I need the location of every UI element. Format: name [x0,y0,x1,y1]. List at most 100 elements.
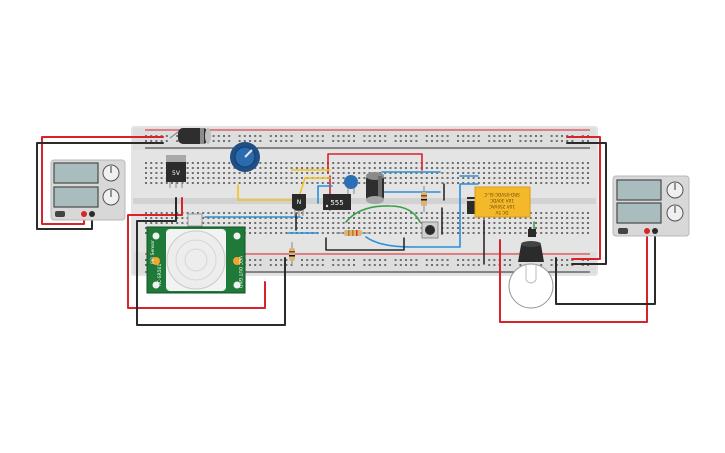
breadboard-hole[interactable] [145,177,147,179]
breadboard-hole[interactable] [145,212,147,214]
breadboard-hole[interactable] [540,264,543,266]
breadboard-hole[interactable] [347,222,350,224]
breadboard-hole[interactable] [301,172,303,174]
breadboard-hole[interactable] [155,222,158,224]
breadboard-hole[interactable] [327,182,329,184]
breadboard-hole[interactable] [384,162,387,164]
breadboard-hole[interactable] [488,140,491,142]
breadboard-hole[interactable] [373,227,376,229]
breadboard-hole[interactable] [311,167,314,169]
breadboard-hole[interactable] [399,227,402,229]
breadboard-hole[interactable] [358,222,361,224]
breadboard-hole[interactable] [363,259,366,261]
breadboard-hole[interactable] [529,217,532,219]
breadboard-hole[interactable] [576,232,579,234]
breadboard-hole[interactable] [477,264,480,266]
breadboard-hole[interactable] [160,162,163,164]
breadboard-hole[interactable] [353,222,355,224]
breadboard-hole[interactable] [202,217,205,219]
breadboard-hole[interactable] [353,217,355,219]
breadboard-hole[interactable] [524,162,527,164]
breadboard-hole[interactable] [373,232,376,234]
breadboard-hole[interactable] [295,172,298,174]
breadboard-hole[interactable] [285,167,288,169]
breadboard-hole[interactable] [275,227,277,229]
breadboard-hole[interactable] [410,162,413,164]
resistor-3[interactable] [289,242,295,266]
breadboard-hole[interactable] [306,227,309,229]
breadboard-hole[interactable] [259,259,262,261]
breadboard-hole[interactable] [358,182,361,184]
breadboard-hole[interactable] [290,227,293,229]
breadboard-hole[interactable] [581,140,584,142]
breadboard-hole[interactable] [145,222,147,224]
breadboard-hole[interactable] [280,135,283,137]
breadboard-hole[interactable] [410,212,413,214]
breadboard-hole[interactable] [555,212,558,214]
breadboard-hole[interactable] [477,172,480,174]
breadboard-hole[interactable] [524,135,527,137]
breadboard-hole[interactable] [223,217,225,219]
breadboard-hole[interactable] [498,135,501,137]
breadboard-hole[interactable] [462,217,465,219]
breadboard-hole[interactable] [394,182,397,184]
breadboard-hole[interactable] [269,177,272,179]
breadboard-hole[interactable] [212,217,215,219]
breadboard-hole[interactable] [249,222,251,224]
breadboard-hole[interactable] [301,140,303,142]
breadboard-hole[interactable] [384,222,387,224]
breadboard-hole[interactable] [571,140,574,142]
breadboard-hole[interactable] [347,162,350,164]
breadboard-hole[interactable] [363,217,366,219]
breadboard-hole[interactable] [373,135,376,137]
breadboard-hole[interactable] [514,232,517,234]
breadboard-hole[interactable] [425,264,428,266]
breadboard-hole[interactable] [212,135,215,137]
breadboard-hole[interactable] [332,222,335,224]
breadboard-hole[interactable] [280,264,283,266]
breadboard-hole[interactable] [529,162,532,164]
breadboard-hole[interactable] [545,232,548,234]
breadboard-hole[interactable] [503,222,506,224]
breadboard-hole[interactable] [280,172,283,174]
breadboard-hole[interactable] [509,222,511,224]
breadboard-hole[interactable] [186,167,189,169]
breadboard-hole[interactable] [280,217,283,219]
breadboard-hole[interactable] [212,162,215,164]
breadboard-hole[interactable] [462,135,465,137]
breadboard-hole[interactable] [285,227,288,229]
breadboard-hole[interactable] [353,212,355,214]
breadboard-hole[interactable] [566,259,569,261]
breadboard-hole[interactable] [342,212,345,214]
breadboard-hole[interactable] [405,140,407,142]
diode[interactable] [467,197,475,214]
breadboard-hole[interactable] [587,162,589,164]
breadboard-hole[interactable] [243,182,246,184]
breadboard-hole[interactable] [431,172,433,174]
breadboard-hole[interactable] [264,227,267,229]
breadboard-hole[interactable] [410,217,413,219]
breadboard-hole[interactable] [540,212,543,214]
breadboard-hole[interactable] [337,264,340,266]
breadboard-hole[interactable] [457,162,459,164]
breadboard-hole[interactable] [347,259,350,261]
breadboard-hole[interactable] [446,167,449,169]
breadboard-hole[interactable] [321,182,324,184]
breadboard-hole[interactable] [587,172,589,174]
breadboard-hole[interactable] [524,140,527,142]
breadboard-hole[interactable] [467,135,470,137]
breadboard-hole[interactable] [316,264,319,266]
breadboard-hole[interactable] [488,177,491,179]
breadboard-hole[interactable] [342,182,345,184]
breadboard-hole[interactable] [165,217,168,219]
breadboard-hole[interactable] [410,172,413,174]
breadboard-hole[interactable] [451,182,454,184]
breadboard-hole[interactable] [405,182,407,184]
breadboard-hole[interactable] [561,259,563,261]
breadboard-hole[interactable] [379,162,381,164]
breadboard-hole[interactable] [306,222,309,224]
breadboard-hole[interactable] [373,259,376,261]
breadboard-hole[interactable] [587,232,589,234]
breadboard-hole[interactable] [540,182,543,184]
breadboard-hole[interactable] [321,217,324,219]
